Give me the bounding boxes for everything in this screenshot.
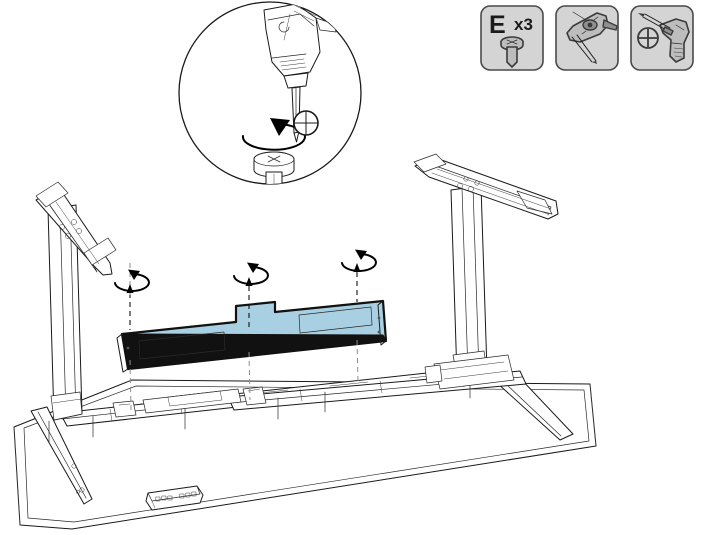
phillips-screw-icon [500, 36, 524, 68]
power-drill-icon [638, 13, 690, 63]
support-panel [116, 299, 388, 373]
legend-box-hex-key[interactable] [555, 5, 619, 71]
rotation-arrow-left [114, 269, 150, 292]
part-e-quantity: x3 [514, 15, 533, 34]
left-foot [30, 406, 93, 505]
legend-box-power-driver[interactable] [630, 5, 694, 71]
right-leg-column [424, 185, 515, 390]
t-handle-hex-key-icon [566, 11, 618, 64]
right-top-mounting-bracket [413, 153, 559, 220]
phillips-head-icon [637, 27, 659, 49]
detail-phillips-head-icon [293, 110, 319, 136]
legend-box-part-e[interactable]: E x3 [480, 5, 544, 71]
rotation-arrow-right [341, 249, 377, 272]
detail-screw-icon [253, 151, 295, 184]
crossbar-center-plate [112, 386, 267, 418]
part-e-label: E [489, 11, 506, 39]
control-box [145, 485, 204, 511]
left-top-mounting-bracket [35, 181, 117, 276]
desk-frame-group [13, 153, 597, 530]
rotation-arrow-center [233, 262, 269, 285]
control-box-ports [155, 491, 197, 502]
parts-legend: E x3 [480, 5, 694, 71]
magnified-detail-circle [178, 1, 362, 185]
